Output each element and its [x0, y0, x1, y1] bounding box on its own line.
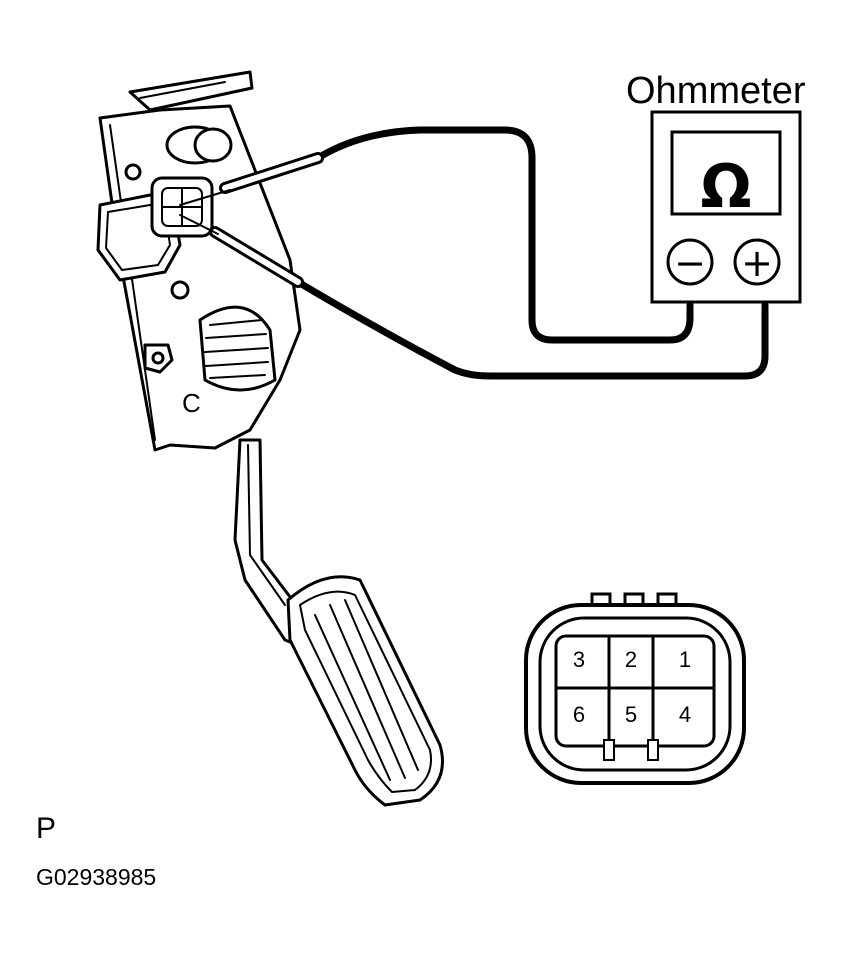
- position-label: P: [36, 812, 57, 845]
- connector-face-view: [524, 592, 746, 785]
- pin-4: 4: [678, 702, 692, 727]
- figure-id: G02938985: [36, 864, 157, 890]
- pin-2: 2: [624, 647, 638, 672]
- plus-terminal-icon: [733, 238, 781, 286]
- accelerator-pedal-assembly: [96, 70, 444, 807]
- ohm-symbol: Ω: [700, 152, 751, 222]
- pin-3: 3: [572, 647, 586, 672]
- minus-terminal-icon: [666, 238, 714, 286]
- pin-6: 6: [572, 702, 586, 727]
- test-leads: [179, 126, 769, 380]
- pedal-mark: C: [182, 388, 201, 418]
- pin-1: 1: [678, 647, 692, 672]
- minus-terminal-label: −: [674, 241, 706, 285]
- meter-title: Ohmmeter: [626, 70, 806, 112]
- pin-5: 5: [624, 702, 638, 727]
- plus-terminal-label: +: [741, 241, 773, 285]
- ohmmeter: [650, 110, 802, 304]
